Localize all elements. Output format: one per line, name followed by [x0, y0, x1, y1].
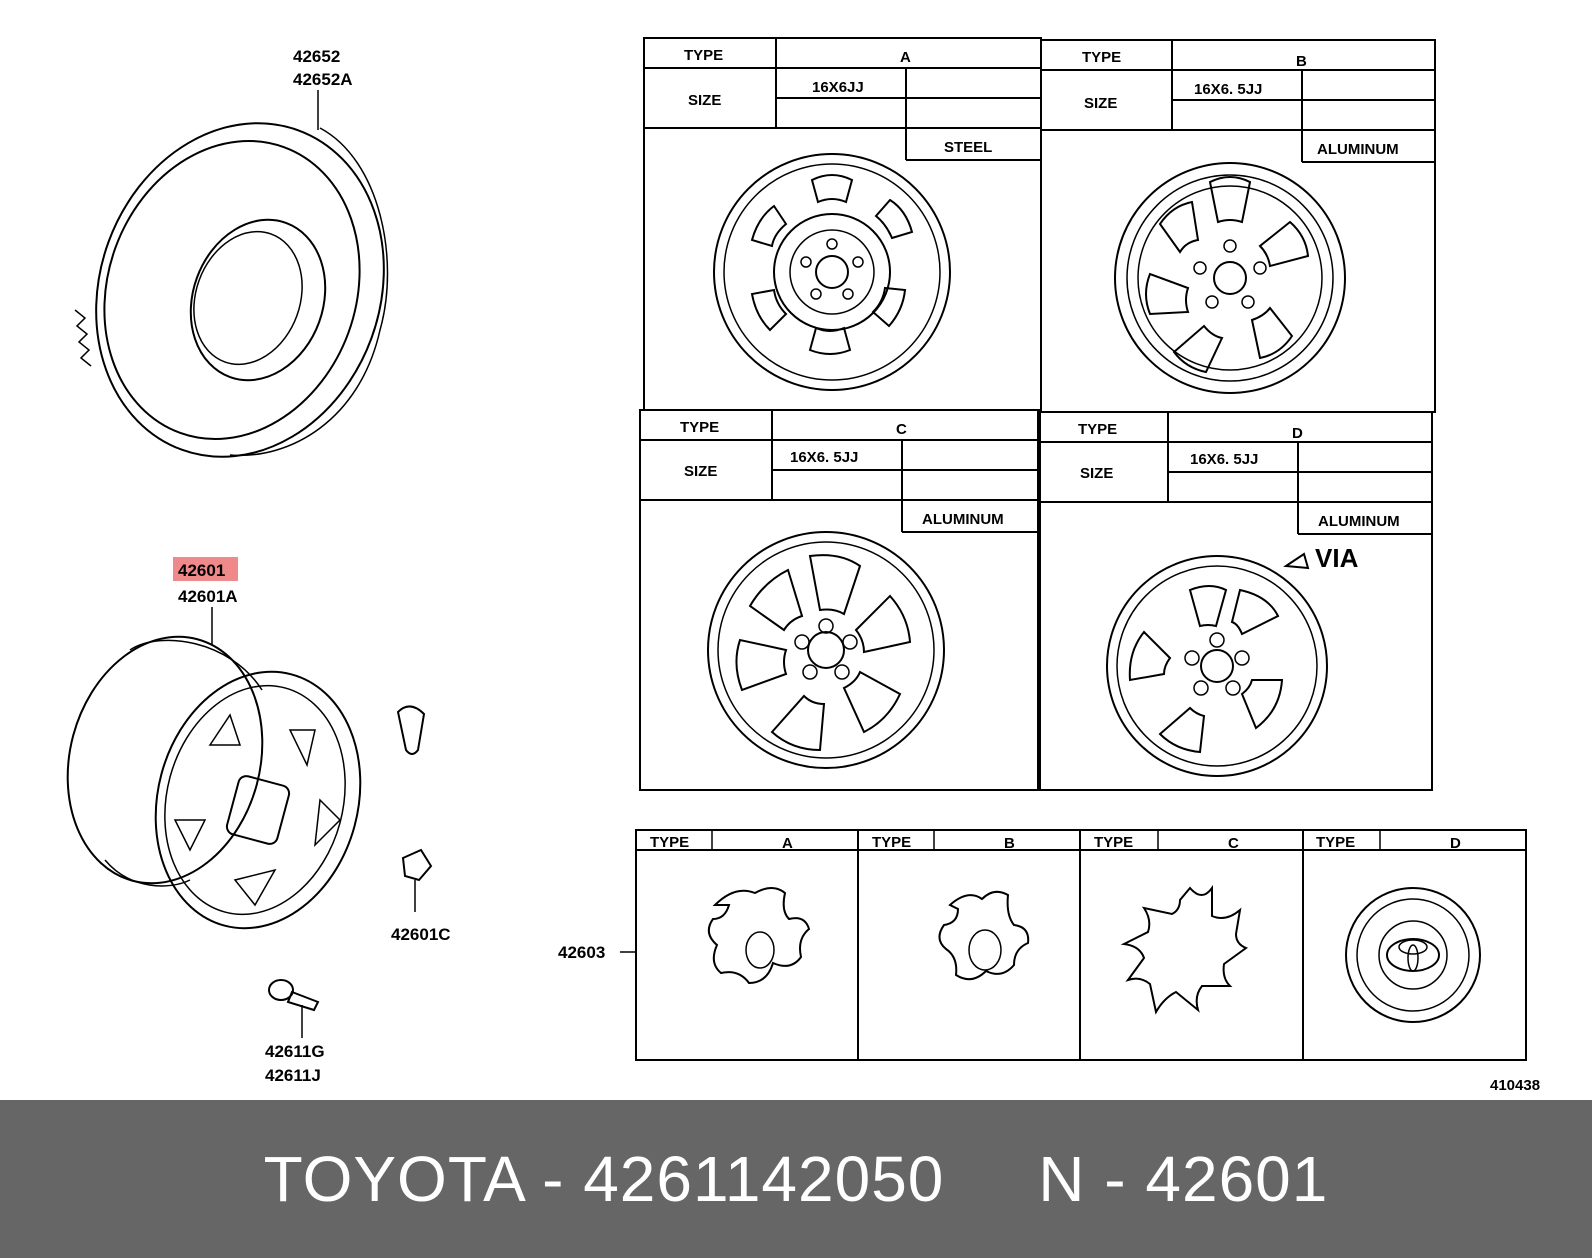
size-label-c: SIZE	[684, 463, 717, 480]
type-label-b: TYPE	[1082, 49, 1121, 66]
wheel-d-drawing	[1106, 552, 1328, 777]
valve-part-number-2: 42611J	[265, 1066, 321, 1085]
wheel-c-drawing	[707, 531, 945, 769]
footer-brand: TOYOTA	[263, 1143, 524, 1215]
footer-caption: TOYOTA - 4261142050 N - 42601	[263, 1143, 1329, 1215]
valve-stem-drawing	[268, 979, 320, 1038]
cap-type-value-a: A	[782, 835, 793, 852]
wheel-part-number-2: 42601A	[178, 587, 238, 606]
size-value-d: 16X6. 5JJ	[1190, 451, 1258, 468]
material-a: STEEL	[944, 139, 992, 156]
type-value-c: C	[896, 421, 907, 438]
material-c: ALUMINUM	[922, 511, 1004, 528]
hub-nut-drawing	[401, 848, 433, 912]
cap-type-table	[635, 829, 1527, 1061]
cap-type-value-c: C	[1228, 835, 1239, 852]
parts-diagram: 42652 42652A 42601 42601A 42601C 42611G …	[66, 37, 1540, 1094]
cap-part-number: 42603	[558, 943, 605, 962]
part-footer: TOYOTA - 4261142050 N - 42601	[0, 1100, 1592, 1258]
size-value-b: 16X6. 5JJ	[1194, 81, 1262, 98]
tire-part-number-2: 42652A	[293, 70, 353, 89]
footer-part-number: 4261142050	[583, 1143, 945, 1215]
wheel-type-table	[639, 37, 1436, 791]
balance-weight-drawing	[396, 705, 426, 755]
type-label-c: TYPE	[680, 419, 719, 436]
via-label: VIA	[1315, 543, 1359, 573]
material-d: ALUMINUM	[1318, 513, 1400, 530]
size-value-c: 16X6. 5JJ	[790, 449, 858, 466]
cap-d-drawing	[1345, 887, 1481, 1023]
type-value-a: A	[900, 49, 911, 66]
size-label-d: SIZE	[1080, 465, 1113, 482]
type-label-a: TYPE	[684, 47, 723, 64]
cap-type-value-d: D	[1450, 835, 1461, 852]
size-value-a: 16X6JJ	[812, 79, 864, 96]
tire-drawing	[74, 90, 389, 458]
footer-n-value: 42601	[1145, 1143, 1329, 1215]
cap-c-drawing	[1120, 884, 1249, 1015]
footer-n-label: N	[1038, 1143, 1086, 1215]
type-label-d: TYPE	[1078, 421, 1117, 438]
tire-part-number-1: 42652	[293, 47, 340, 66]
toyota-emblem-icon	[1386, 938, 1440, 972]
valve-part-number-1: 42611G	[265, 1042, 325, 1061]
figure-number: 410438	[1490, 1077, 1540, 1094]
wheel-a-drawing	[713, 153, 951, 391]
cap-type-label-d: TYPE	[1316, 834, 1355, 851]
part-highlight	[173, 557, 238, 581]
nut-part-number: 42601C	[391, 925, 451, 944]
wheel-drawing	[66, 607, 362, 930]
cap-type-label-c: TYPE	[1094, 834, 1133, 851]
wheel-b-drawing	[1114, 162, 1346, 394]
material-b: ALUMINUM	[1317, 141, 1399, 158]
cap-type-label-a: TYPE	[650, 834, 689, 851]
size-label-a: SIZE	[688, 92, 721, 109]
cap-type-value-b: B	[1004, 835, 1015, 852]
cap-b-drawing	[938, 890, 1030, 981]
wheel-part-number-1[interactable]: 42601	[178, 561, 225, 580]
type-value-d: D	[1292, 425, 1303, 442]
size-label-b: SIZE	[1084, 95, 1117, 112]
cap-type-label-b: TYPE	[872, 834, 911, 851]
cap-a-drawing	[707, 887, 811, 985]
type-value-b: B	[1296, 53, 1307, 70]
